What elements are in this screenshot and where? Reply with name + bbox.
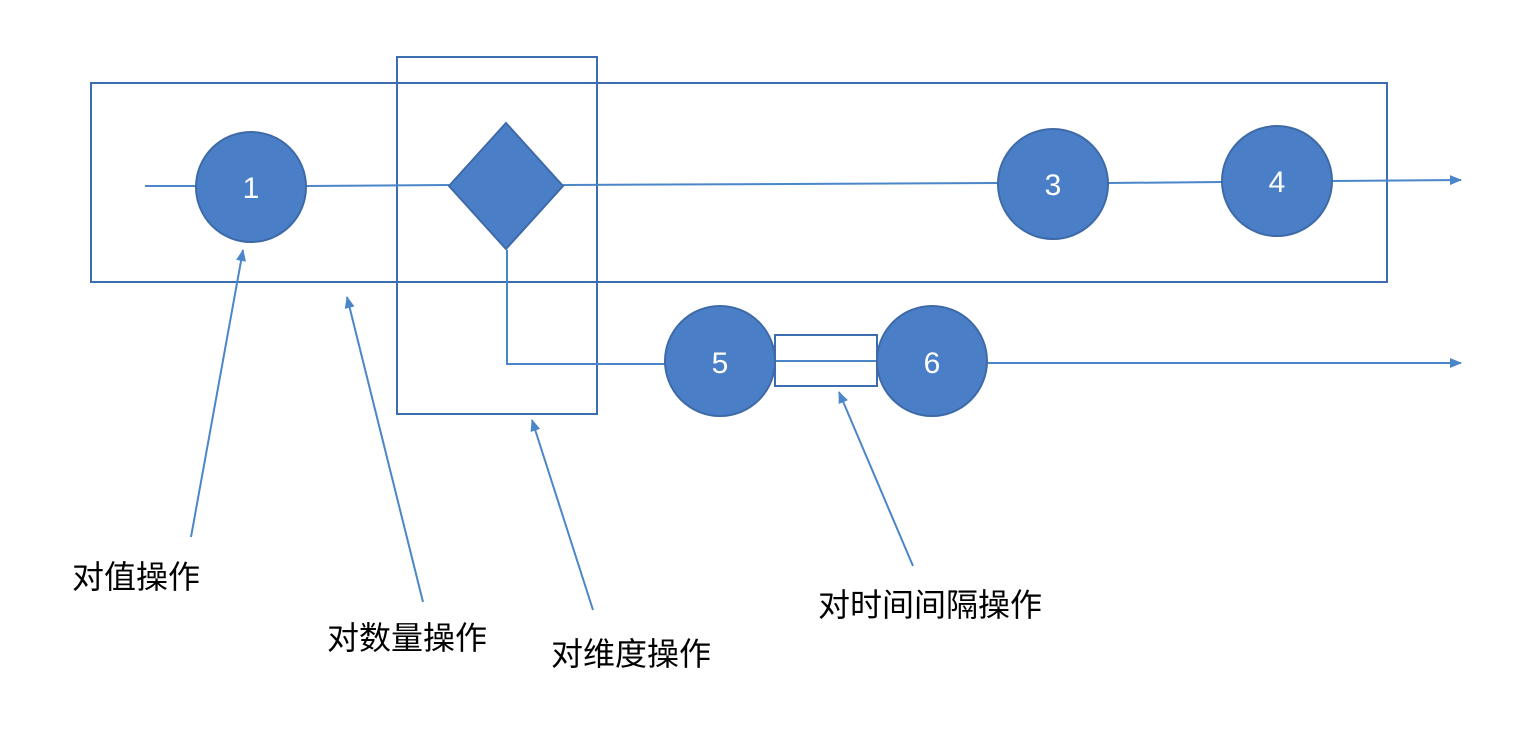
node-1-circle [195,131,307,243]
dimension-box [396,56,598,415]
node-6: 6 [876,305,988,417]
node-4: 4 [1221,125,1333,237]
callout-arrow-dimension [530,419,594,611]
node-4-circle [1221,125,1333,237]
callout-arrow-value [190,249,246,538]
node-3: 3 [997,128,1109,240]
callout-interval-op: 对时间间隔操作 [818,586,1042,624]
node-6-circle [876,305,988,417]
flow-arrow-main-out [1331,175,1462,186]
decision-diamond [447,121,565,251]
flow-line-diamond-to-3 [562,182,1000,186]
callout-arrow-interval [838,391,914,567]
main-flow-box [90,82,1388,283]
callout-dimension-op: 对维度操作 [551,635,711,673]
node-6-label: 6 [924,347,941,380]
node-3-circle [997,128,1109,240]
callout-quantity-op: 对数量操作 [327,619,487,657]
node-5: 5 [664,305,776,417]
node-5-label: 5 [712,347,729,380]
callout-arrow-quantity [344,296,424,603]
node-5-circle [664,305,776,417]
node-4-label: 4 [1269,166,1286,199]
flow-line-1-to-diamond [305,184,450,187]
flow-line-diamond-to-5 [506,250,666,365]
node-1-label: 1 [243,172,260,205]
node-3-label: 3 [1045,169,1062,202]
callout-value-op: 对值操作 [72,558,200,596]
node-1: 1 [195,131,307,243]
flow-line-3-to-4 [1107,181,1224,184]
